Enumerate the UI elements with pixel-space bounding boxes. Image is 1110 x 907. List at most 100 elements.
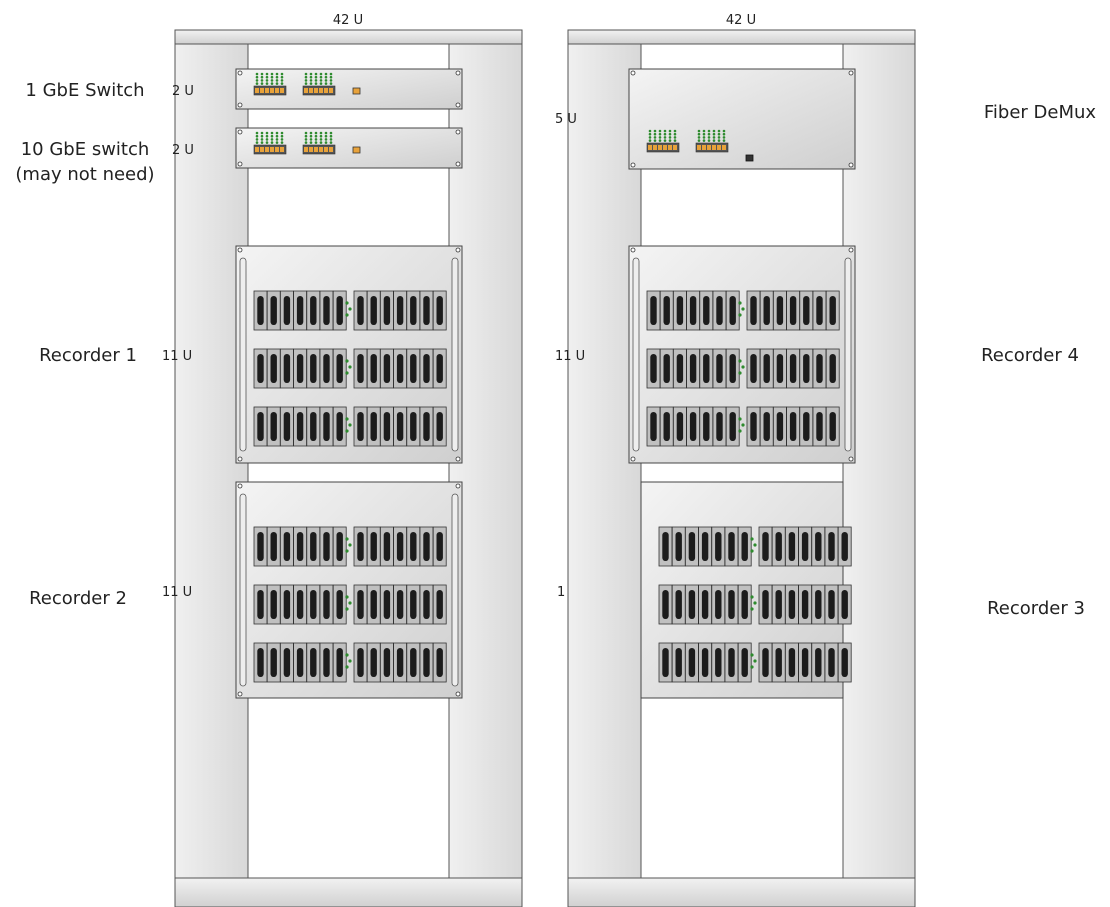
status-led — [663, 129, 667, 133]
device-label-recorder-3: Recorder 3 — [987, 598, 1085, 619]
status-led — [309, 141, 313, 144]
device-label-recorder-1: Recorder 1 — [39, 345, 137, 366]
drive-handle — [336, 648, 343, 677]
status-led — [717, 136, 721, 139]
drive-handle — [729, 296, 736, 325]
drive-handle — [257, 296, 264, 325]
drive-handle — [715, 648, 722, 677]
drive-handle — [650, 412, 657, 441]
drive-handle — [410, 648, 417, 677]
status-led — [309, 82, 313, 85]
status-led — [348, 659, 352, 663]
device-label-recorder-4: Recorder 4 — [981, 345, 1079, 366]
drive-handle — [383, 532, 391, 561]
network-port — [707, 145, 711, 150]
network-port — [653, 145, 657, 150]
mounting-screw — [237, 456, 243, 462]
drive-handle — [689, 296, 697, 325]
status-led — [741, 423, 745, 427]
drive-handle — [323, 532, 330, 561]
status-led — [702, 139, 706, 142]
drive-handle — [828, 648, 835, 677]
drive-handle — [803, 412, 810, 441]
drive-handle — [815, 590, 822, 619]
drive-handle — [801, 590, 809, 619]
status-led — [260, 131, 264, 135]
status-led — [345, 429, 349, 433]
network-port — [260, 88, 264, 93]
mounting-screw — [237, 70, 243, 76]
status-led — [304, 138, 308, 141]
mounting-screw — [848, 247, 854, 253]
network-port — [260, 147, 264, 152]
mounting-screw — [848, 456, 854, 462]
drive-handle — [270, 590, 277, 619]
drive-handle — [396, 412, 404, 441]
network-port — [255, 147, 259, 152]
network-port — [329, 147, 333, 152]
drive-handle — [423, 590, 430, 619]
status-led — [753, 543, 757, 547]
status-led — [260, 75, 264, 79]
network-port — [658, 145, 662, 150]
drive-handle — [410, 590, 417, 619]
rack-2-bottom-bar — [567, 877, 916, 907]
drive-handle — [689, 354, 697, 383]
mounting-screw — [237, 161, 243, 167]
mounting-screw — [237, 247, 243, 253]
drive-handle — [370, 412, 377, 441]
fiber-demux-device — [628, 68, 856, 170]
status-led — [345, 371, 349, 375]
drive-handle — [296, 648, 304, 677]
drive-handle — [410, 354, 417, 383]
drive-handle — [257, 354, 264, 383]
status-led — [275, 134, 279, 138]
status-led — [750, 595, 754, 599]
status-led — [255, 82, 259, 85]
device-label-fiber-demux: Fiber DeMux — [984, 102, 1097, 123]
status-led — [260, 138, 264, 141]
status-led — [265, 138, 269, 141]
drive-handle — [383, 354, 391, 383]
status-led — [309, 134, 313, 138]
rack-1-capacity-label: 42 U — [333, 13, 363, 28]
drive-handle — [410, 296, 417, 325]
drive-handle — [323, 412, 330, 441]
drive-handle — [370, 296, 377, 325]
status-led — [270, 138, 274, 141]
drive-handle — [676, 412, 684, 441]
drive-handle — [701, 590, 709, 619]
status-led — [648, 129, 652, 133]
drive-handle — [775, 590, 782, 619]
status-led — [319, 82, 323, 85]
status-led — [329, 82, 333, 85]
network-port — [712, 145, 716, 150]
drive-handle — [841, 648, 848, 677]
status-led — [663, 139, 667, 142]
status-led — [753, 659, 757, 663]
status-led — [265, 79, 269, 82]
network-port — [314, 147, 318, 152]
recorder-1-device — [235, 245, 463, 464]
rack-2-capacity-label: 42 U — [726, 13, 756, 28]
status-led — [750, 607, 754, 611]
drive-handle — [828, 532, 835, 561]
device-units-recorder-2: 11 U — [162, 585, 192, 600]
status-led — [717, 129, 721, 133]
drive-handle — [270, 648, 277, 677]
device-units-10gbe-switch: 2 U — [172, 143, 194, 158]
status-led — [270, 131, 274, 135]
rack-2: 42 U Fiber DeMux 5 U Recorder 4 11 U Rec… — [555, 13, 1096, 907]
drive-handle — [410, 412, 417, 441]
network-port — [255, 88, 259, 93]
drive-handle — [336, 354, 343, 383]
mounting-screw — [455, 456, 461, 462]
status-led — [265, 82, 269, 85]
mounting-screw — [455, 102, 461, 108]
drive-handle — [270, 354, 277, 383]
status-led — [255, 141, 259, 144]
status-led — [345, 607, 349, 611]
drive-handle — [650, 296, 657, 325]
drive-handle — [423, 296, 430, 325]
drive-handle — [815, 532, 822, 561]
